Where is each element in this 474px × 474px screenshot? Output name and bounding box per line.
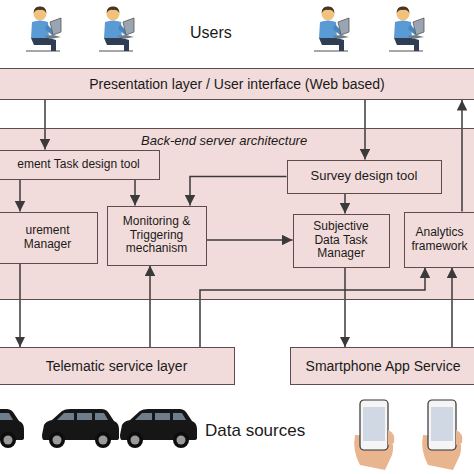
connector-arrow: [19, 264, 21, 348]
users-label: Users: [190, 24, 232, 42]
phone-icon: [422, 400, 462, 470]
connector-arrow: [149, 266, 151, 348]
box-label: Analytics framework: [408, 226, 472, 254]
user-icon: [389, 6, 424, 51]
process-box: Monitoring & Triggering mechanism: [107, 206, 207, 266]
data-sources-label: Data sources: [205, 421, 305, 441]
box-label: urement Manager: [5, 224, 91, 252]
car-icon: [42, 409, 119, 448]
process-box: Survey design tool: [287, 160, 442, 194]
phone-icon: [354, 400, 394, 470]
presentation-layer: Presentation layer / User interface (Web…: [0, 68, 474, 100]
car-icon: [120, 409, 197, 448]
process-box: Subjective Data Task Manager: [293, 214, 390, 268]
panel-fill: [0, 128, 474, 300]
box-label: Telematic service layer: [46, 358, 188, 374]
backend-panel: Back-end server architectureement Task d…: [0, 128, 474, 300]
connector-arrow: [364, 100, 366, 160]
car-icon: [0, 409, 24, 448]
panel-title: Back-end server architecture: [141, 134, 307, 149]
box-label: Subjective Data Task Manager: [300, 220, 383, 261]
box-label: Survey design tool: [311, 169, 418, 184]
box-label: Monitoring & Triggering mechanism: [114, 215, 200, 256]
user-icon: [314, 6, 349, 51]
process-box: ement Task design tool: [0, 150, 160, 180]
connector-arrow: [19, 180, 21, 212]
connector-arrow: [451, 268, 453, 348]
connector-arrow: [134, 180, 136, 206]
connector-arrow: [344, 194, 346, 214]
box-label: Presentation layer / User interface (Web…: [89, 76, 384, 92]
connector-arrow: [207, 239, 293, 241]
connector-arrow: [44, 100, 46, 150]
connector-arrow: [461, 100, 463, 212]
process-box: Analytics framework: [404, 212, 474, 268]
user-icon: [26, 6, 61, 51]
connector-arrow: [344, 268, 346, 348]
service-layer: Smartphone App Service: [290, 347, 474, 385]
user-icon: [99, 6, 134, 51]
box-label: Smartphone App Service: [306, 358, 461, 374]
box-label: ement Task design tool: [17, 158, 140, 172]
connector-arrow: [190, 177, 287, 206]
connector-arrow: [200, 268, 425, 348]
service-layer: Telematic service layer: [0, 347, 235, 385]
process-box: urement Manager: [0, 212, 98, 264]
